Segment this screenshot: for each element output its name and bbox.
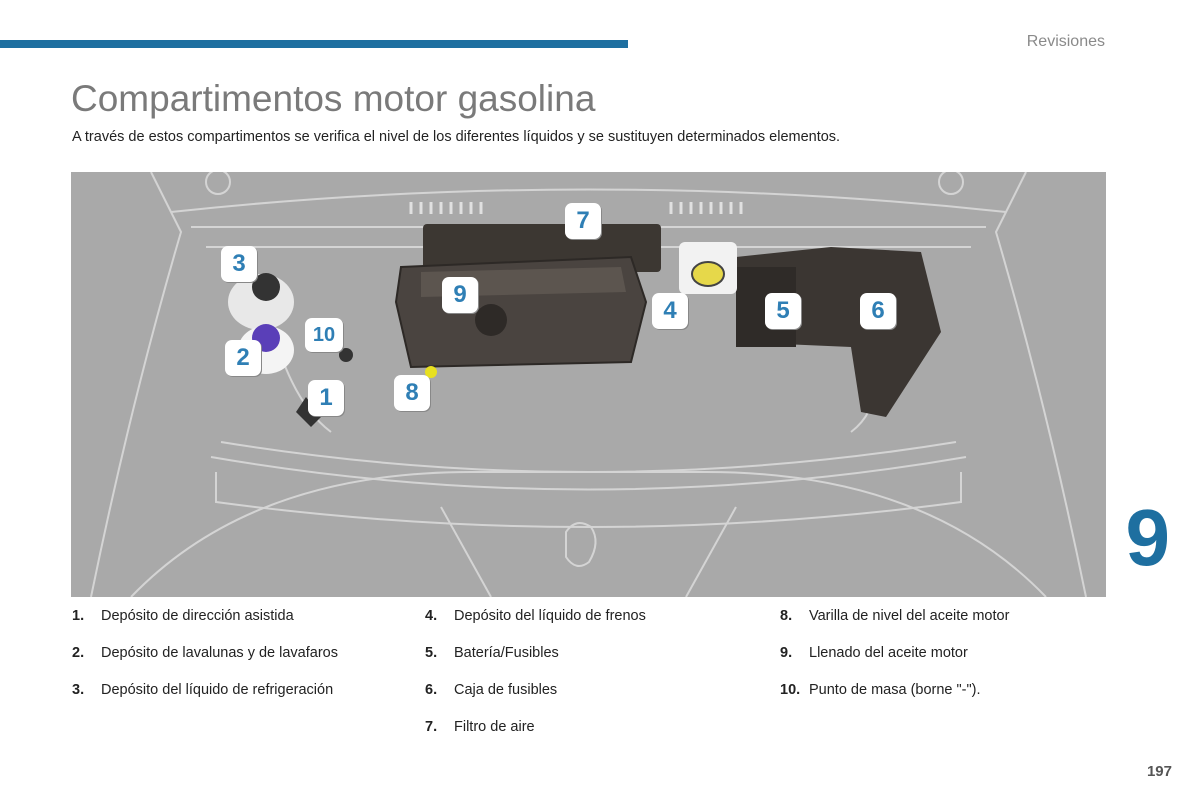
legend-text: Batería/Fusibles — [454, 645, 559, 661]
legend-text: Depósito del líquido de refrigeración — [101, 682, 334, 698]
intro-text: A través de estos compartimentos se veri… — [72, 129, 841, 145]
legend-column-2: 4. Depósito del líquido de frenos 5. Bater… — [425, 608, 646, 756]
page-title: Compartimentos motor gasolina — [71, 78, 596, 119]
legend-number: 3. — [72, 682, 85, 698]
callout-2: 2 — [225, 340, 261, 376]
legend-text: Filtro de aire — [454, 719, 535, 735]
legend-number: 5. — [425, 645, 438, 661]
legend-text: Caja de fusibles — [454, 682, 558, 698]
section-title: Revisiones — [1026, 33, 1105, 50]
legend-text: Depósito de dirección asistida — [101, 608, 294, 624]
chapter-number: 9 — [1125, 493, 1171, 582]
engine-drawing — [90, 172, 1087, 597]
header-accent-bar — [0, 40, 628, 48]
legend-text: Varilla de nivel del aceite motor — [809, 608, 1010, 624]
callout-5: 5 — [765, 293, 801, 329]
legend-column-1: 1. Depósito de dirección asistida 2. Depós… — [72, 608, 338, 719]
callout-1: 1 — [308, 380, 344, 416]
legend-number: 9. — [780, 645, 793, 661]
legend-item: 4. Depósito del líquido de frenos — [425, 608, 646, 645]
legend-item: 9. Llenado del aceite motor — [780, 645, 1009, 682]
legend-number: 1. — [72, 608, 85, 624]
callout-6: 6 — [860, 293, 896, 329]
callout-8: 8 — [394, 375, 430, 411]
legend-item: 5. Batería/Fusibles — [425, 645, 646, 682]
legend-item: 2. Depósito de lavalunas y de lavafaros — [72, 645, 338, 682]
legend-number: 7. — [425, 719, 438, 735]
legend-column-3: 8. Varilla de nivel del aceite motor 9. Ll… — [780, 608, 1009, 719]
legend-item: 6. Caja de fusibles — [425, 682, 646, 719]
legend-item: 8. Varilla de nivel del aceite motor — [780, 608, 1009, 645]
legend-number: 8. — [780, 608, 793, 624]
legend-number: 6. — [425, 682, 438, 698]
legend-text: Llenado del aceite motor — [809, 645, 968, 661]
legend-item: 10. Punto de masa (borne "-"). — [780, 682, 1009, 719]
legend-text: Punto de masa (borne "-"). — [809, 682, 981, 698]
callout-7: 7 — [565, 203, 601, 239]
engine-compartment-illustration: 1 2 3 4 5 6 7 8 9 10 — [71, 172, 1106, 597]
callout-10: 10 — [305, 318, 343, 352]
legend-item: 3. Depósito del líquido de refrigeración — [72, 682, 338, 719]
callout-9: 9 — [442, 277, 478, 313]
legend-text: Depósito de lavalunas y de lavafaros — [101, 645, 338, 661]
callout-3: 3 — [221, 246, 257, 282]
legend-item: 1. Depósito de dirección asistida — [72, 608, 338, 645]
callout-4: 4 — [652, 293, 688, 329]
legend-number: 10. — [780, 682, 801, 698]
legend-item: 7. Filtro de aire — [425, 719, 646, 756]
legend-number: 4. — [425, 608, 438, 624]
legend-text: Depósito del líquido de frenos — [454, 608, 646, 624]
legend-number: 2. — [72, 645, 85, 661]
page-number: 197 — [1146, 763, 1172, 780]
